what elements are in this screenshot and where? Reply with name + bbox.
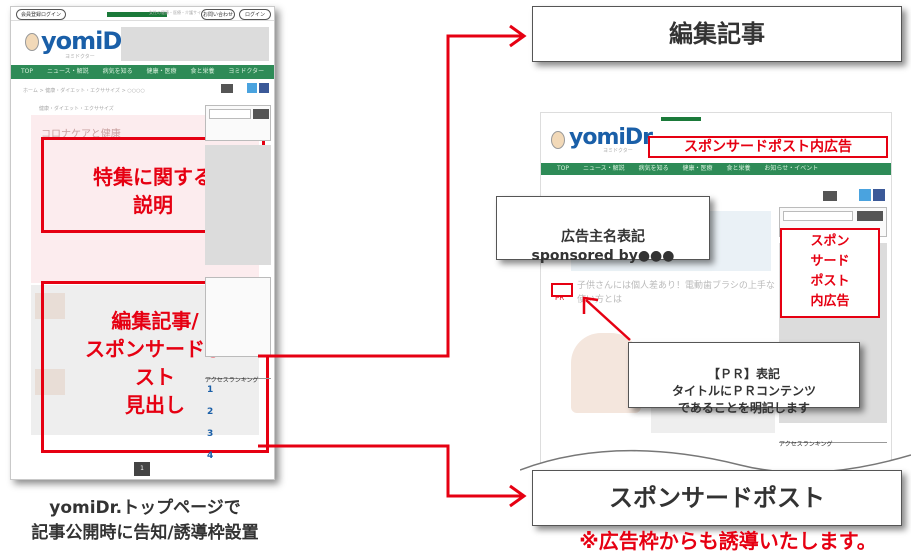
ranking-item[interactable]: 4: [207, 451, 214, 461]
nav-item[interactable]: ヨミドクター: [228, 68, 265, 75]
breadcrumb[interactable]: ホーム > 健康・ダイエット・エクササイズ > ○○○○: [23, 88, 145, 94]
doctor-mascot-icon: [551, 131, 565, 149]
editorial-article-label: 編集記事: [669, 20, 765, 48]
facebook-icon[interactable]: [259, 83, 269, 93]
sponsored-post-label: スポンサードポスト: [609, 484, 825, 512]
nav-item[interactable]: ニュース・解説: [582, 165, 625, 172]
global-nav: TOP ニュース・解説 病気を知る 健康・医療 食と栄養 ヨミドクター お知らせ…: [11, 65, 274, 79]
pagination-button[interactable]: 1: [134, 462, 150, 476]
ranking-header: アクセスランキング: [779, 431, 887, 448]
yomidr-top-page-mock: 会員登録ログイン 女性の健康・医療・介護サイト お問い合わせ ログイン yomi…: [10, 6, 275, 480]
feature-description-label: 特集に関する 説明: [93, 165, 213, 217]
social-buttons: [807, 189, 887, 203]
contact-link[interactable]: お問い合わせ: [201, 9, 235, 20]
register-login-link[interactable]: 会員登録ログイン: [16, 9, 66, 20]
twitter-icon[interactable]: [859, 189, 871, 201]
arrow-head-icon: [582, 296, 599, 314]
nav-item[interactable]: 食と栄養: [726, 165, 751, 172]
header-banner-ad[interactable]: [121, 27, 269, 61]
ranking-title: アクセスランキング: [779, 441, 833, 448]
share-button[interactable]: [823, 191, 837, 201]
sponsor-ad-top-label: スポンサードポスト内広告: [684, 139, 852, 155]
article-thumbnail[interactable]: [35, 369, 65, 395]
pr-notation-label: 【ＰＲ】表記 タイトルにＰＲコンテンツ であることを明記します: [671, 367, 816, 415]
arrow-head-icon: [509, 484, 527, 508]
sponsor-ad-side-frame: [780, 228, 880, 318]
search-button[interactable]: [253, 109, 269, 119]
search-input[interactable]: [209, 109, 251, 119]
feature-heading: コロナケアと健康: [41, 129, 121, 140]
connector-to-sponsored-post: [258, 444, 522, 498]
article-thumbnail[interactable]: [35, 293, 65, 319]
right-caption: ※広告枠からも誘導いたします。: [579, 529, 877, 553]
sponsor-ad-side-label: スポン サード ポスト 内広告: [810, 234, 850, 309]
sponsor-name-label: 広告主名表記 sponsored by●●●: [531, 229, 675, 264]
pr-notation-box: 【ＰＲ】表記 タイトルにＰＲコンテンツ であることを明記します: [628, 342, 860, 415]
ranking-header: アクセスランキング: [205, 367, 271, 384]
search-button[interactable]: [857, 211, 883, 221]
nav-item[interactable]: 病気を知る: [102, 68, 133, 75]
left-caption: yomiDr.トップページで 記事公開時に告知/誘導枠設置: [31, 498, 259, 543]
headline-label: 編集記事/ スポンサードポ スト 見出し: [85, 309, 225, 417]
site-tagline-bar: [107, 12, 167, 17]
sponsor-name-box: 広告主名表記 sponsored by●●●: [496, 196, 710, 264]
social-buttons: [207, 83, 271, 95]
headline-frame: [41, 281, 269, 453]
sponsored-post-box: スポンサードポスト: [532, 470, 902, 526]
pagination-label: 1: [140, 465, 144, 472]
site-tagline: 女性の健康・医療・介護サイト: [149, 10, 205, 15]
facebook-icon[interactable]: [873, 189, 885, 201]
ranking-item[interactable]: 1: [207, 385, 214, 395]
nav-item[interactable]: 健康・医療: [146, 68, 177, 75]
ranking-item[interactable]: 2: [207, 407, 214, 417]
article-title: 子供さんには個人差あり！電動歯ブラシの上手な使い方とは: [577, 281, 775, 305]
nav-item[interactable]: 健康・医療: [682, 165, 713, 172]
sponsor-ad-top-frame: [648, 136, 888, 158]
ranking-title: アクセスランキング: [205, 377, 259, 384]
pr-tag: PR: [555, 294, 565, 302]
site-tagline-bar: [661, 117, 701, 121]
nav-item[interactable]: 食と栄養: [190, 68, 215, 75]
nav-item[interactable]: 病気を知る: [638, 165, 669, 172]
logo-text: yomi: [569, 125, 626, 150]
ranking-item[interactable]: 3: [207, 429, 214, 439]
nav-item[interactable]: お知らせ・イベント: [764, 165, 819, 172]
ranking-list: 1 2 3 4: [207, 385, 271, 475]
pr-tag-frame: PR: [551, 283, 573, 302]
logo-text: yomi: [41, 27, 103, 55]
nav-item[interactable]: TOP: [557, 165, 570, 172]
share-button[interactable]: [221, 84, 233, 93]
logo-subtitle: ヨミドクター: [65, 54, 95, 60]
login-link[interactable]: ログイン: [239, 9, 271, 20]
global-nav: TOP ニュース・解説 病気を知る 健康・医療 食と栄養 お知らせ・イベント: [541, 163, 891, 175]
sidebar-ad[interactable]: [205, 145, 271, 265]
nav-item[interactable]: TOP: [21, 68, 34, 75]
search-input[interactable]: [783, 211, 853, 221]
connector-pr-note: [585, 299, 631, 341]
editorial-article-box: 編集記事: [532, 6, 902, 62]
arrow-head-icon: [509, 24, 527, 48]
section-label: 健康・ダイエット・エクササイズ: [39, 106, 114, 112]
doctor-mascot-icon: [25, 33, 39, 51]
nav-item[interactable]: ニュース・解説: [46, 68, 89, 75]
connector-to-editorial: [258, 34, 522, 358]
twitter-icon[interactable]: [247, 83, 257, 93]
logo-subtitle: ヨミドクター: [603, 148, 633, 154]
sidebar-info-box: [205, 277, 271, 357]
